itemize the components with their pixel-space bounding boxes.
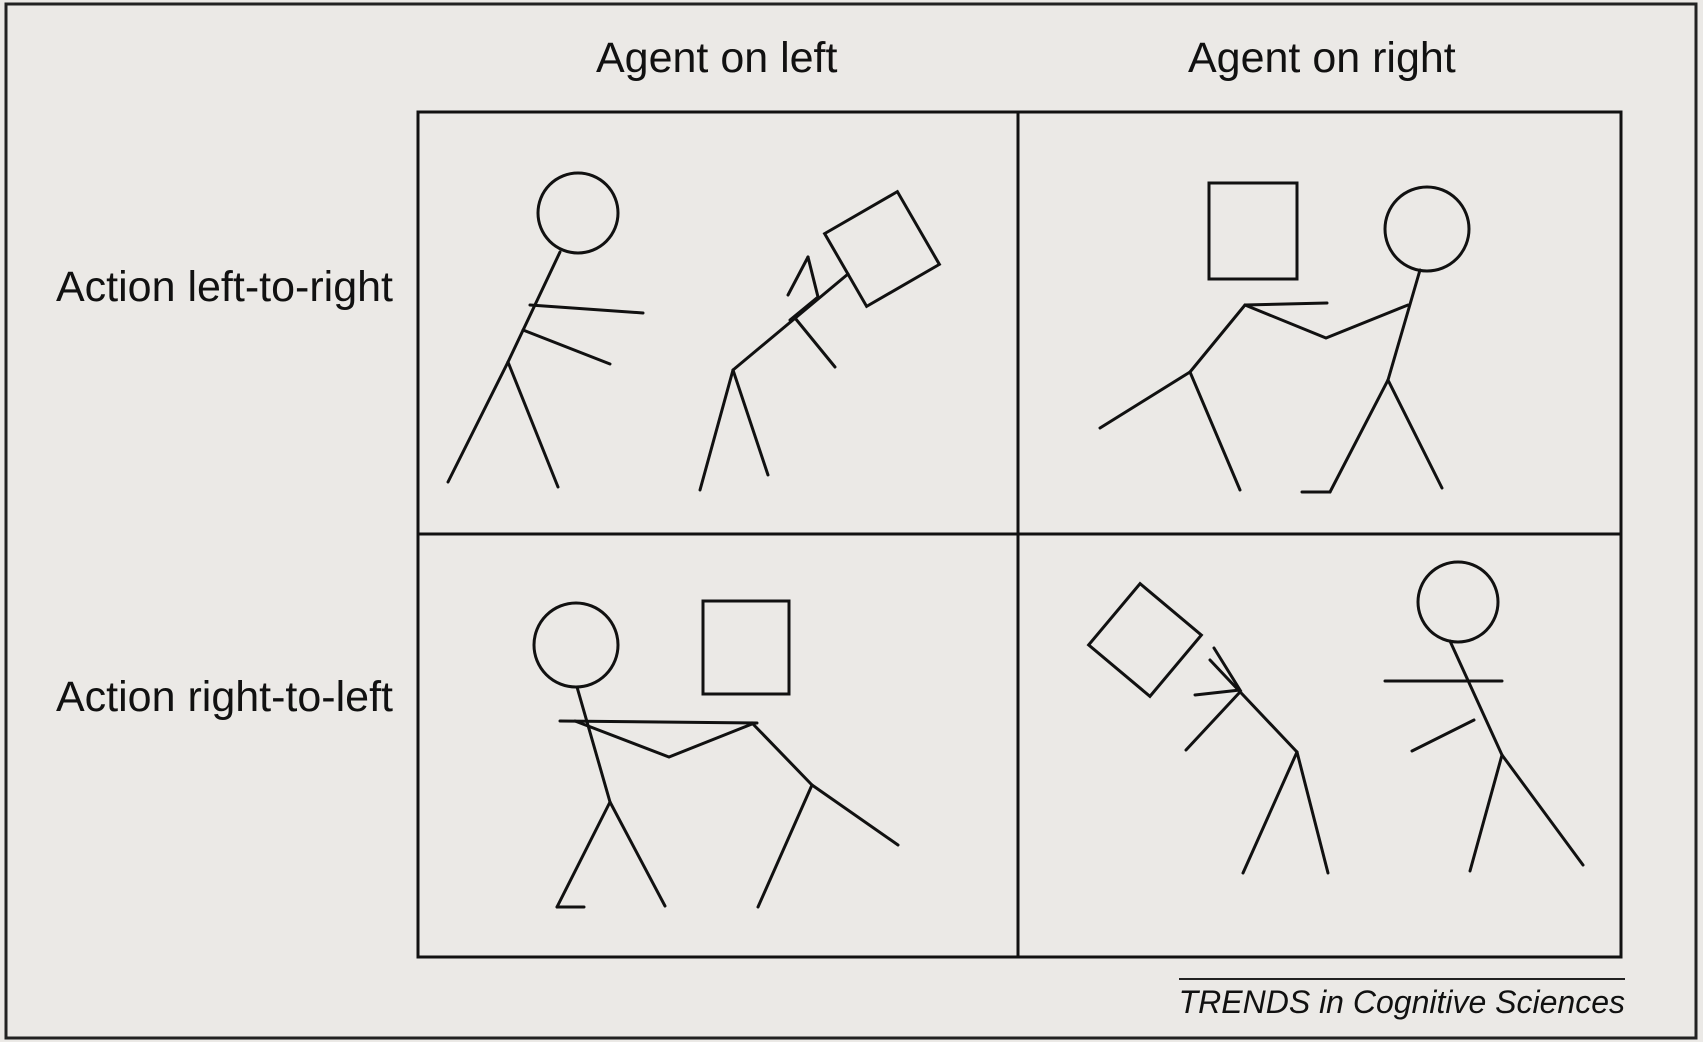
agent-figure-body (557, 687, 757, 907)
outer-frame (6, 4, 1696, 1038)
panel-grid (418, 112, 1621, 957)
agent-figure-body (448, 252, 643, 487)
box-object (825, 192, 940, 307)
panel-agent-left-action-ltr (448, 173, 939, 490)
column-header-agent-right: Agent on right (1188, 34, 1456, 83)
patient-figure-body (1100, 305, 1245, 490)
box-object (1089, 584, 1202, 697)
agent-figure-head (538, 173, 618, 253)
patient-figure-body (1186, 648, 1328, 873)
row-header-action-rtl: Action right-to-left (56, 673, 393, 722)
panel-agent-left-action-rtl (534, 601, 898, 907)
panel-agent-right-action-ltr (1100, 183, 1469, 492)
box-object (1209, 183, 1297, 279)
patient-figure-body (700, 257, 848, 490)
panel-agent-right-action-rtl (1089, 562, 1583, 873)
agent-figure-head (1385, 187, 1469, 271)
column-header-agent-left: Agent on left (596, 34, 837, 83)
row-header-action-ltr: Action left-to-right (56, 263, 393, 312)
agent-figure-body (1245, 270, 1442, 492)
box-object (703, 601, 789, 694)
agent-figure-body (1385, 641, 1583, 871)
agent-figure-head (534, 603, 618, 687)
agent-figure-head (1418, 562, 1498, 642)
patient-figure-body (752, 723, 898, 907)
source-credit: TRENDS in Cognitive Sciences (1179, 978, 1625, 1021)
